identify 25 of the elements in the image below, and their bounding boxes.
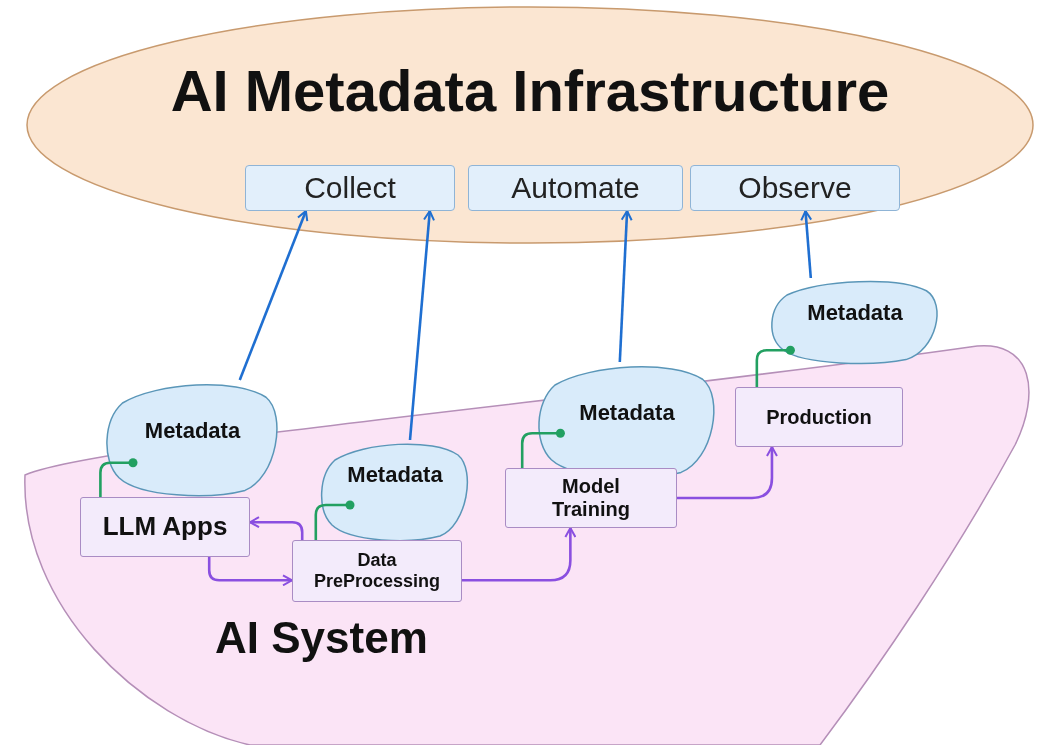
arrow [249,516,304,540]
capability-box: Observe [690,165,900,211]
arrow [800,210,813,279]
connector-line [755,345,795,387]
arrow [408,210,435,441]
arrow [462,527,577,582]
arrow [677,446,778,500]
process-box: Production [735,387,903,447]
diagram-heading: AI Metadata Infrastructure [169,57,891,124]
arrow [238,210,309,381]
metadata-label: Metadata [806,300,904,326]
metadata-label: Metadata [346,462,444,488]
metadata-label: Metadata [578,400,676,426]
arrow [207,557,293,587]
connector-line [314,500,355,540]
metadata-label: Metadata [143,418,242,444]
connector-line [99,458,138,497]
region-title: AI System [215,613,428,663]
connector-line [520,428,565,468]
process-box: Data PreProcessing [292,540,462,602]
capability-box: Collect [245,165,455,211]
arrow [618,210,633,363]
process-box: LLM Apps [80,497,250,557]
capability-box: Automate [468,165,683,211]
process-box: Model Training [505,468,677,528]
